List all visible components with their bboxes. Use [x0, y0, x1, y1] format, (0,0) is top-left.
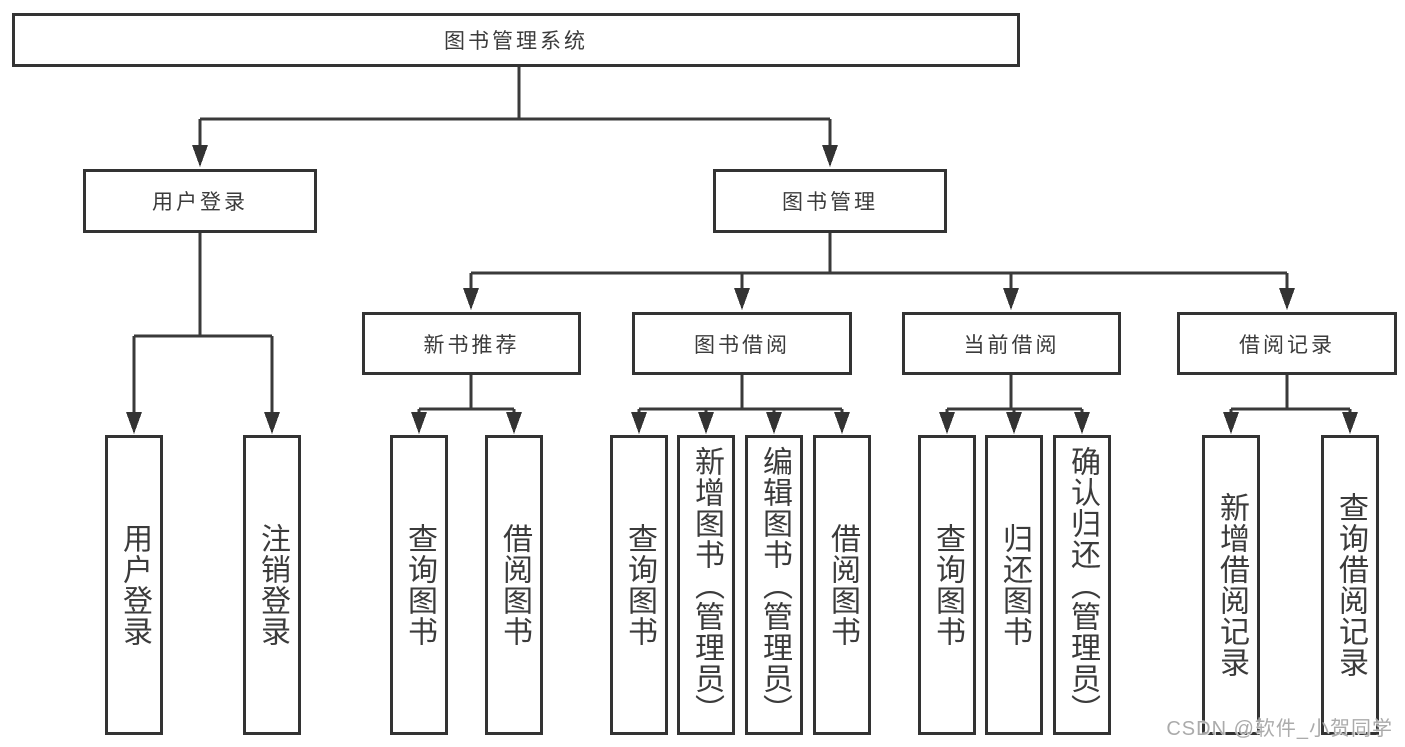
csdn-watermark: CSDN @软件_小贺同学: [1166, 718, 1393, 740]
connector-current-to-leaves: [939, 375, 1090, 434]
connector-book-mgmt-to-level3: [463, 233, 1295, 310]
node-label: 当前借阅: [963, 333, 1060, 357]
arrowhead: [1074, 412, 1090, 434]
node-label: 图书借阅: [694, 333, 790, 357]
connector-user-login-to-leaves: [126, 233, 280, 434]
arrowhead: [1006, 412, 1022, 434]
leaf-query-books-borrowing: 查询图书: [610, 435, 668, 735]
arrowhead: [192, 145, 208, 167]
leaf-label: 归还图书: [998, 523, 1031, 647]
node-current-borrowing: 当前借阅: [902, 312, 1121, 375]
arrowhead: [411, 412, 427, 434]
node-label: 借阅记录: [1239, 333, 1335, 357]
connector-records-to-leaves: [1223, 375, 1358, 434]
arrowhead: [1279, 288, 1295, 310]
leaf-label: 确认归还（管理员）: [1066, 445, 1099, 725]
node-library-system: 图书管理系统: [12, 13, 1020, 67]
leaf-label: 注销登录: [256, 523, 289, 647]
leaf-label: 用户登录: [118, 523, 151, 647]
leaf-label: 查询图书: [403, 523, 436, 647]
arrowhead: [1342, 412, 1358, 434]
arrowhead: [822, 145, 838, 167]
node-label: 图书管理: [782, 191, 878, 214]
leaf-label: 借阅图书: [826, 523, 859, 647]
arrowhead: [698, 412, 714, 434]
leaf-query-books-current: 查询图书: [918, 435, 976, 735]
connector-borrowing-to-leaves: [631, 375, 850, 434]
leaf-query-books: 查询图书: [390, 435, 448, 735]
arrowhead: [766, 412, 782, 434]
leaf-label: 查询图书: [931, 523, 964, 647]
node-user-login: 用户登录: [83, 169, 317, 233]
node-new-book-recommend: 新书推荐: [362, 312, 581, 375]
connector-new-books-to-leaves: [411, 375, 522, 434]
leaf-label: 新增图书（管理员）: [690, 445, 723, 725]
node-borrowing-records: 借阅记录: [1177, 312, 1397, 375]
node-label: 图书管理系统: [444, 30, 588, 53]
arrowhead: [631, 412, 647, 434]
leaf-label: 查询图书: [623, 523, 656, 647]
leaf-label: 新增借阅记录: [1215, 492, 1248, 678]
leaf-query-borrow-record: 查询借阅记录: [1321, 435, 1379, 735]
leaf-add-borrow-record: 新增借阅记录: [1202, 435, 1260, 735]
node-book-borrowing: 图书借阅: [632, 312, 852, 375]
arrowhead: [1223, 412, 1239, 434]
leaf-return-books: 归还图书: [985, 435, 1043, 735]
connector-root-to-level2: [192, 67, 838, 167]
leaf-borrow-books: 借阅图书: [485, 435, 543, 735]
leaf-label: 编辑图书（管理员）: [758, 445, 791, 725]
arrowhead: [506, 412, 522, 434]
leaf-confirm-return-admin: 确认归还（管理员）: [1053, 435, 1111, 735]
arrowhead: [463, 288, 479, 310]
arrowhead: [939, 412, 955, 434]
leaf-edit-books-admin: 编辑图书（管理员）: [745, 435, 803, 735]
leaf-user-login: 用户登录: [105, 435, 163, 735]
leaf-label: 借阅图书: [498, 523, 531, 647]
node-label: 新书推荐: [423, 333, 520, 357]
leaf-logout: 注销登录: [243, 435, 301, 735]
leaf-borrow-books-borrowing: 借阅图书: [813, 435, 871, 735]
node-book-management: 图书管理: [713, 169, 947, 233]
arrowhead: [264, 412, 280, 434]
arrowhead: [126, 412, 142, 434]
arrowhead: [734, 288, 750, 310]
leaf-add-books-admin: 新增图书（管理员）: [677, 435, 735, 735]
arrowhead: [834, 412, 850, 434]
leaf-label: 查询借阅记录: [1334, 492, 1367, 678]
arrowhead: [1003, 288, 1019, 310]
node-label: 用户登录: [152, 191, 248, 214]
